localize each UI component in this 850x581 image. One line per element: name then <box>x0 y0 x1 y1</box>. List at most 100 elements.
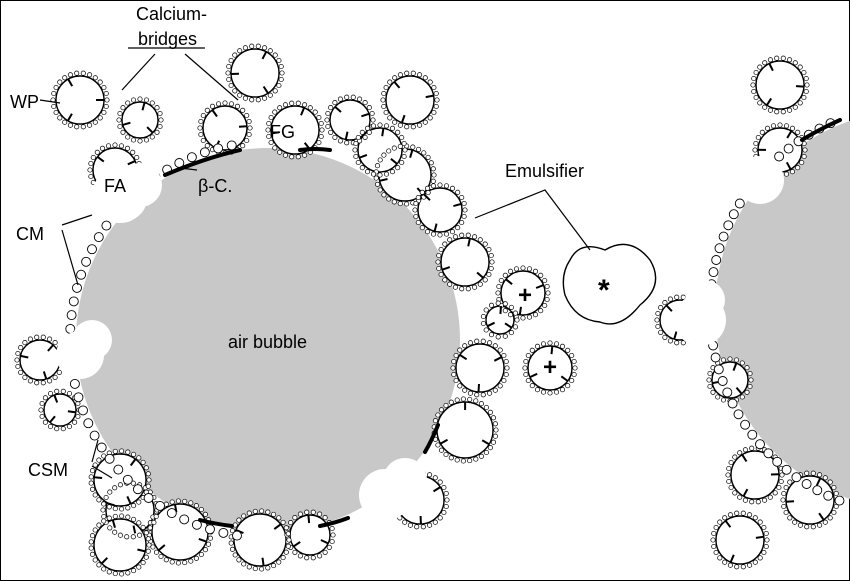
membrane-particle <box>228 57 234 64</box>
membrane-particle <box>413 200 419 207</box>
membrane-particle <box>534 343 541 349</box>
membrane-particle <box>381 152 387 158</box>
membrane-particle <box>478 401 484 407</box>
membrane-particle <box>101 84 107 91</box>
membrane-particle <box>136 520 142 526</box>
membrane-particle <box>134 154 140 161</box>
membrane-particle <box>780 497 786 503</box>
membrane-particle <box>750 82 756 88</box>
membrane-particle <box>362 100 368 106</box>
membrane-particle <box>366 105 372 111</box>
membrane-particle <box>97 115 103 121</box>
membrane-particle <box>416 146 422 152</box>
membrane-particle <box>460 396 466 402</box>
membrane-particle <box>435 442 441 448</box>
membrane-particle <box>540 341 547 347</box>
membrane-particle <box>54 388 60 394</box>
aggregate-blob <box>72 320 112 360</box>
membrane-particle <box>492 343 498 349</box>
fat-globule <box>93 453 147 507</box>
membrane-particle <box>425 154 431 160</box>
fat-globule <box>43 393 77 427</box>
membrane-particle <box>438 407 445 413</box>
membrane-particle <box>92 119 98 125</box>
membrane-particle <box>276 559 282 565</box>
membrane-particle <box>792 104 798 110</box>
membrane-particle <box>452 284 458 290</box>
membrane-particle <box>60 426 66 432</box>
membrane-particle <box>117 110 123 117</box>
protein-tick <box>106 502 115 507</box>
protein-tick <box>94 476 103 479</box>
membrane-particle <box>14 357 20 363</box>
membrane-particle <box>413 213 419 220</box>
membrane-particle <box>432 519 438 525</box>
membrane-particle <box>74 70 80 76</box>
membrane-particle <box>131 451 137 457</box>
membrane-particle <box>569 352 575 359</box>
membrane-particle <box>278 76 284 83</box>
membrane-particle <box>158 553 164 560</box>
membrane-particle <box>280 555 286 561</box>
membrane-particle <box>569 377 575 384</box>
membrane-particle <box>229 528 236 534</box>
membrane-particle <box>420 524 426 530</box>
protein-tick <box>293 541 301 548</box>
membrane-particle <box>276 82 282 89</box>
casein-micelle <box>186 152 197 163</box>
membrane-particle <box>237 92 243 98</box>
protein-tick <box>818 512 825 521</box>
membrane-particle <box>202 511 208 517</box>
casein-micelle <box>155 500 165 511</box>
membrane-particle <box>831 484 837 491</box>
protein-tick <box>141 102 146 111</box>
protein-tick <box>786 500 795 503</box>
membrane-particle <box>137 532 143 538</box>
membrane-particle <box>353 140 359 147</box>
protein-tick <box>741 454 748 463</box>
protein-particles <box>14 43 845 577</box>
casein-micelle <box>179 514 190 525</box>
membrane-particle <box>316 114 322 121</box>
membrane-particle <box>438 447 445 453</box>
membrane-particle <box>717 519 723 525</box>
membrane-particle <box>732 454 738 460</box>
membrane-particle <box>727 512 733 518</box>
membrane-particle <box>244 112 250 119</box>
membrane-particle <box>51 103 57 110</box>
membrane-particle <box>711 530 717 537</box>
membrane-particle <box>40 334 46 340</box>
membrane-particle <box>56 369 62 375</box>
membrane-particle <box>496 283 502 290</box>
membrane-particle <box>318 133 324 140</box>
membrane-particle <box>149 100 155 106</box>
membrane-particle <box>130 149 136 155</box>
membrane-particle <box>443 503 449 510</box>
casein-micelle <box>96 442 107 453</box>
membrane-particle <box>477 237 483 243</box>
membrane-particle <box>285 543 291 549</box>
label-emulsifier: Emulsifier <box>505 161 584 181</box>
membrane-particle <box>462 387 468 393</box>
membrane-particle <box>42 419 48 425</box>
membrane-particle <box>480 313 486 320</box>
membrane-particle <box>783 509 789 516</box>
membrane-particle <box>480 338 486 344</box>
casein-micelle <box>755 439 765 450</box>
membrane-particle <box>117 482 123 488</box>
protein-tick <box>261 557 265 566</box>
asterisk-mark: * <box>598 274 610 307</box>
membrane-particle <box>781 490 787 497</box>
casein-micelle <box>205 524 215 535</box>
membrane-particle <box>430 178 436 184</box>
membrane-particle <box>236 557 242 563</box>
membrane-particle <box>542 277 548 284</box>
membrane-particle <box>542 302 548 309</box>
membrane-particle <box>225 70 231 76</box>
membrane-particle <box>120 129 126 135</box>
membrane-particle <box>662 334 668 340</box>
membrane-particle <box>430 231 437 237</box>
membrane-particle <box>332 134 338 140</box>
membrane-particle <box>804 470 810 476</box>
membrane-particle <box>157 123 163 130</box>
